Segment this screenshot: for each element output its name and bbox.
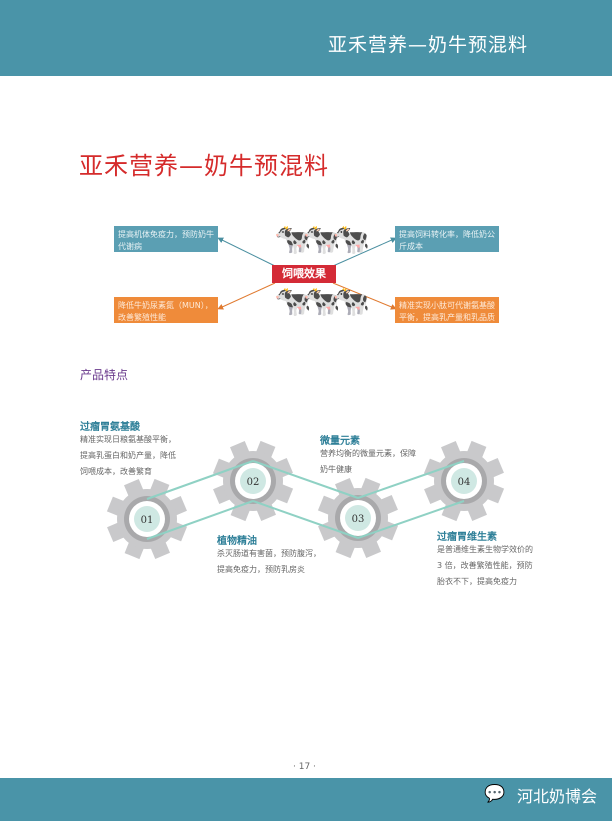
cows-image-bottom: 🐄🐄🐄	[274, 284, 370, 319]
feature-title-1: 过瘤胃氨基酸	[80, 422, 140, 433]
belt-line	[357, 500, 465, 539]
feature-title-4: 过瘤胃维生素	[437, 532, 497, 543]
footer-brand: 河北奶博会	[517, 787, 598, 806]
page-number: · 17 ·	[293, 762, 316, 772]
wechat-icon: 💬	[484, 784, 506, 804]
header-title: 亚禾营养—奶牛预混料	[327, 34, 528, 56]
arrow-bottom-left	[217, 282, 276, 310]
header-bar: 亚禾营养—奶牛预混料	[0, 0, 612, 76]
belt-line	[146, 460, 254, 500]
arrow-top-left	[217, 237, 276, 267]
feature-desc-3: 营养均衡的微量元素，保障奶牛健康	[320, 449, 416, 474]
gear-2: 02	[212, 440, 294, 522]
section-title: 产品特点	[80, 368, 129, 382]
page-title: 亚禾营养—奶牛预混料	[79, 152, 329, 180]
cows-image-top: 🐄🐄🐄	[274, 222, 370, 257]
effect-bottom-left: 降低牛奶尿素氮（MUN），改善繁殖性能	[114, 297, 218, 323]
feature-desc-2: 杀灭肠道有害菌，预防腹泻，提高免疫力，预防乳房炎	[217, 549, 321, 574]
effect-top-left: 提高机体免疫力，预防奶牛代谢病	[114, 226, 218, 252]
gear-chain: 01 02 03 04	[106, 440, 505, 560]
belt-line	[357, 460, 465, 499]
feature-title-3: 微量元素	[320, 436, 360, 447]
gear-1: 01	[106, 478, 188, 560]
effect-bottom-right: 精准实现小肽可代谢氨基酸平衡，提高乳产量和乳品质	[395, 297, 499, 323]
belt-line	[252, 460, 359, 499]
feature-desc-1: 精准实现日粮氨基酸平衡，提高乳蛋白和奶产量，降低饲喂成本，改善繁育	[80, 435, 176, 476]
effect-top-right: 提高饲料转化率，降低奶公斤成本	[395, 226, 499, 252]
gear-3: 03	[317, 477, 399, 559]
gear-4: 04	[423, 440, 505, 522]
gear-number-2: 02	[247, 477, 260, 488]
belt-line	[146, 500, 254, 540]
arrow-bottom-right	[332, 282, 397, 310]
gear-number-4: 04	[458, 477, 471, 488]
gear-number-1: 01	[141, 515, 154, 526]
feature-title-2: 植物精油	[217, 536, 257, 547]
center-label: 饲喂效果	[272, 265, 336, 283]
belt-line	[252, 500, 359, 539]
arrow-top-right	[332, 237, 397, 267]
footer-bar	[0, 778, 612, 821]
gear-number-3: 03	[352, 514, 365, 525]
